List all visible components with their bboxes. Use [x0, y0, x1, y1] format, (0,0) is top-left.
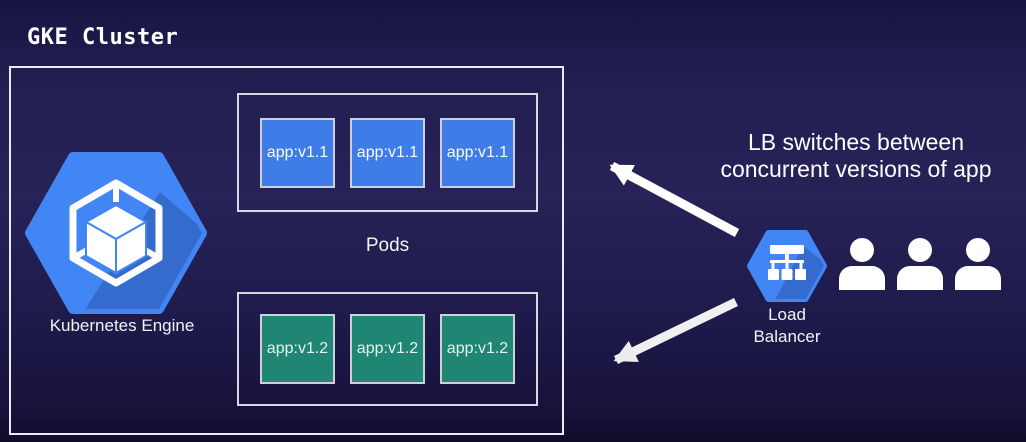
- user-icon: [839, 238, 885, 290]
- user-icon: [897, 238, 943, 290]
- users-group: [839, 238, 1001, 290]
- pod-group-v1-1: app:v1.1 app:v1.1 app:v1.1: [237, 93, 538, 212]
- pod-app-v1-2: app:v1.2: [350, 314, 425, 384]
- load-balancer-label: Load Balancer: [727, 304, 847, 348]
- load-balancer-label-line2: Balancer: [753, 327, 821, 346]
- load-balancer-label-line1: Load: [768, 305, 806, 324]
- load-balancer-network-tree-icon: [747, 230, 827, 302]
- pods-label: Pods: [365, 235, 410, 256]
- lb-annotation: LB switches between concurrent versions …: [700, 129, 1012, 183]
- arrow-lb-to-v1-2-pods: [613, 297, 738, 365]
- pod-app-v1-2: app:v1.2: [440, 314, 515, 384]
- kubernetes-engine-label: Kubernetes Engine: [49, 316, 195, 335]
- page-title: GKE Cluster: [27, 25, 179, 50]
- pod-app-v1-1: app:v1.1: [350, 117, 425, 188]
- lb-annotation-line2: concurrent versions of app: [720, 156, 992, 182]
- pod-app-v1-1: app:v1.1: [260, 117, 335, 188]
- pod-group-v1-2: app:v1.2 app:v1.2 app:v1.2: [237, 292, 538, 406]
- lb-annotation-line1: LB switches between: [747, 129, 965, 155]
- user-icon: [955, 238, 1001, 290]
- gke-hexagon-cube-icon: [25, 152, 207, 314]
- pod-app-v1-1: app:v1.1: [440, 117, 515, 188]
- pod-app-v1-2: app:v1.2: [260, 314, 335, 384]
- gke-cluster-box: [9, 66, 564, 435]
